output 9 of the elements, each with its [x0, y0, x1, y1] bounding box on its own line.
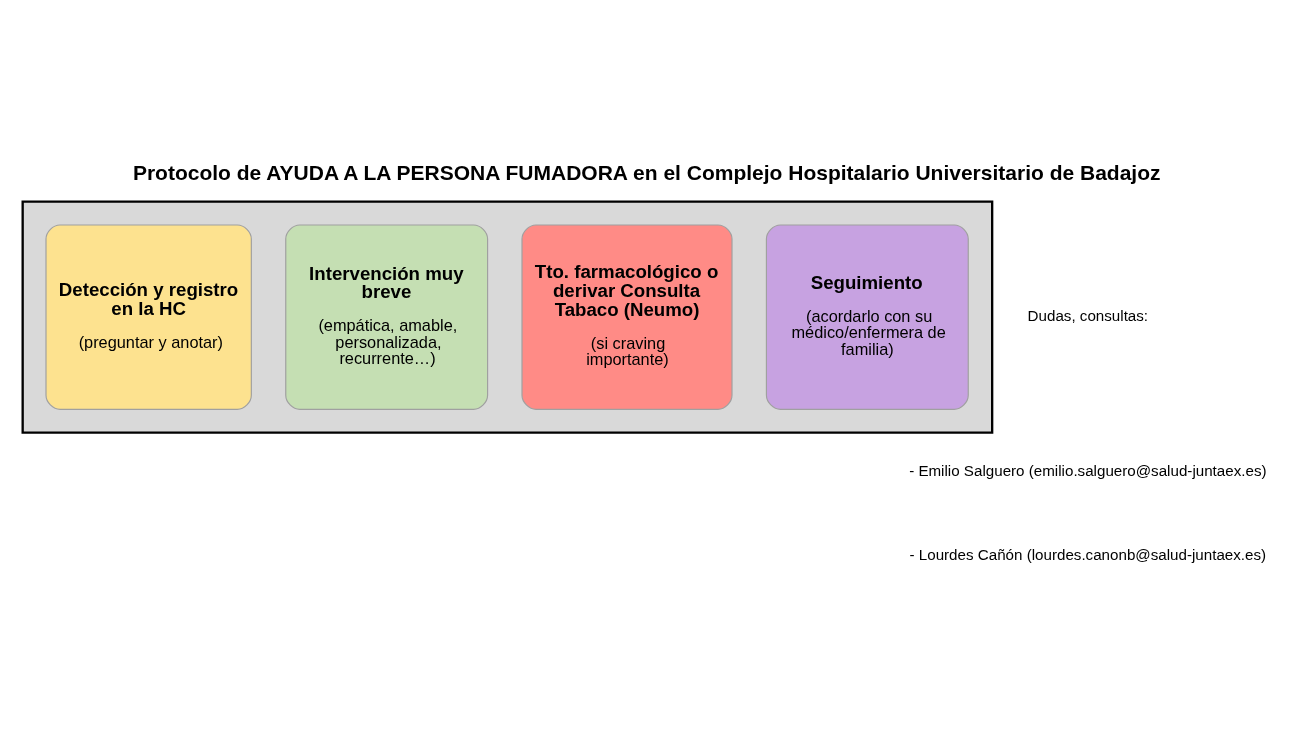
node-box: Intervención muy breve (empática, amable, personalizada, recurrente…): [285, 223, 489, 410]
cluster: [21, 200, 994, 434]
label: - Emilio Salguero (emilio.salguero@salud-juntaex.es): [909, 461, 1267, 479]
node-box: Seguimiento (acordarlo con su médico/enfermera de familia): [765, 223, 969, 410]
node-box: Detección y registro en la HC (preguntar y anotar): [45, 223, 252, 410]
label: - Lourdes Cañón (lourdes.canonb@salud-juntaex.es): [909, 545, 1267, 563]
node-box: Tto. farmacológico o derivar Consulta Tabaco (Neumo) (si craving importante): [521, 223, 733, 410]
diagram-title: Protocolo de AYUDA A LA PERSONA FUMADORA en el Complejo Hospitalario Universitario de Badajoz: [132, 160, 1161, 184]
label: Dudas, consultas:: [1027, 306, 1149, 324]
